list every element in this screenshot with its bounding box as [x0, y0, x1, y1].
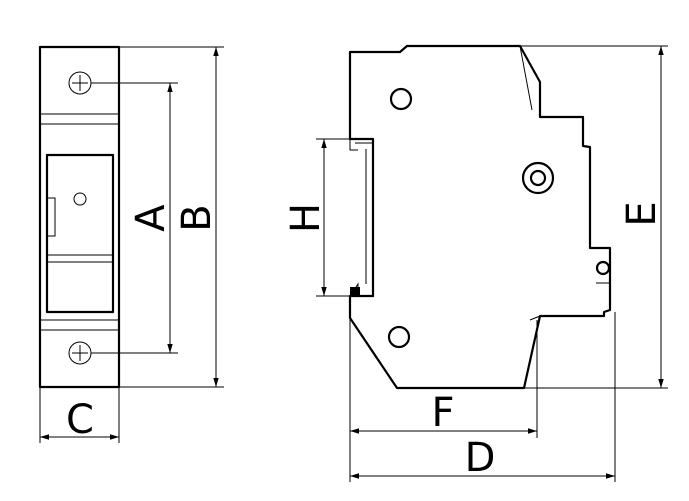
side-hole-bottom-icon [387, 325, 411, 349]
side-dimensions: H E F D [283, 45, 668, 482]
bottom-screw-icon [68, 341, 92, 365]
fuse-carrier-window [45, 153, 115, 314]
carrier-latch [46, 197, 56, 237]
side-inner-line-2 [529, 315, 541, 321]
indicator-ring-icon [521, 161, 555, 195]
label-b: B [174, 204, 220, 231]
latch-hole-icon [595, 260, 611, 276]
label-a: A [128, 204, 174, 232]
front-dimensions: A B C [39, 46, 224, 443]
label-d: D [465, 435, 496, 481]
label-h: H [283, 203, 329, 233]
front-view [38, 45, 121, 389]
side-view [348, 44, 612, 390]
top-screw-icon [68, 71, 92, 95]
label-f: F [431, 390, 454, 436]
front-body-outline [38, 45, 121, 389]
side-hole-top-icon [389, 87, 413, 111]
label-e: E [619, 201, 665, 226]
label-c: C [66, 397, 94, 443]
side-inner-line [519, 45, 533, 111]
din-rail-clip-tab [350, 287, 360, 296]
din-rail-clip [349, 139, 359, 297]
carrier-hole-icon [73, 192, 87, 206]
